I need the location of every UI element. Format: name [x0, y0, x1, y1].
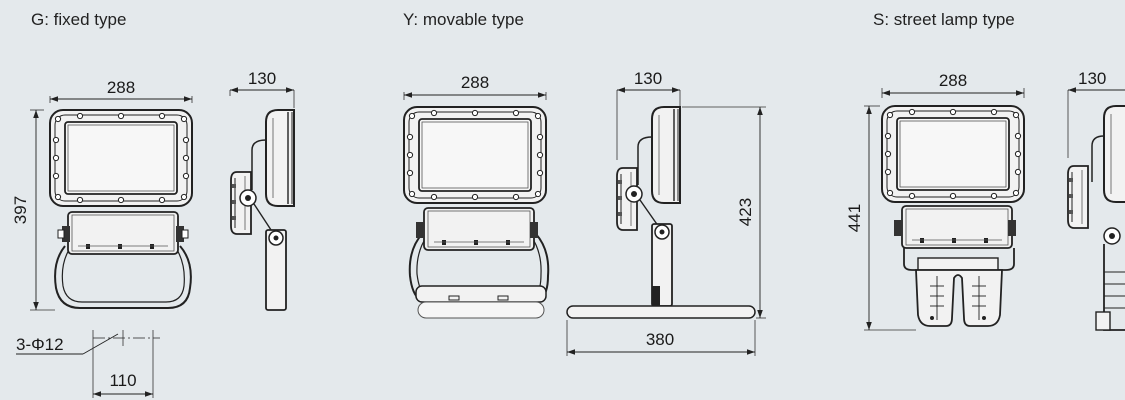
movable-depth-label: 130 — [634, 69, 662, 88]
street-lamp-side-view — [1067, 105, 1125, 331]
fixed-width-label: 288 — [107, 78, 135, 97]
fixed-type-dimensions: 288 130 397 3-Φ12 110 — [11, 69, 295, 398]
hole-spec-label: 3-Φ12 — [16, 335, 64, 354]
street-lamp-front-view — [881, 105, 1025, 327]
movable-type-title: Y: movable type — [403, 10, 524, 29]
fixed-depth-label: 130 — [248, 69, 276, 88]
movable-type-front-view — [403, 106, 550, 319]
fixed-type-front-view — [49, 109, 193, 309]
street-lamp-type-title: S: street lamp type — [873, 10, 1015, 29]
movable-width-label: 288 — [461, 73, 489, 92]
movable-height-label: 423 — [736, 198, 755, 226]
base-length-label: 380 — [646, 330, 674, 349]
street-depth-label: 130 — [1078, 69, 1106, 88]
fixed-type-side-view — [230, 109, 295, 311]
fixed-type-title: G: fixed type — [31, 10, 127, 29]
street-height-label: 441 — [845, 204, 864, 232]
fixed-height-label: 397 — [11, 196, 30, 224]
hole-spacing-label: 110 — [109, 371, 136, 390]
movable-type-dimensions: 288 130 423 380 — [403, 69, 766, 356]
movable-type-side-view — [566, 106, 756, 319]
street-lamp-dimensions: 288 130 441 — [845, 69, 1125, 331]
street-width-label: 288 — [939, 71, 967, 90]
